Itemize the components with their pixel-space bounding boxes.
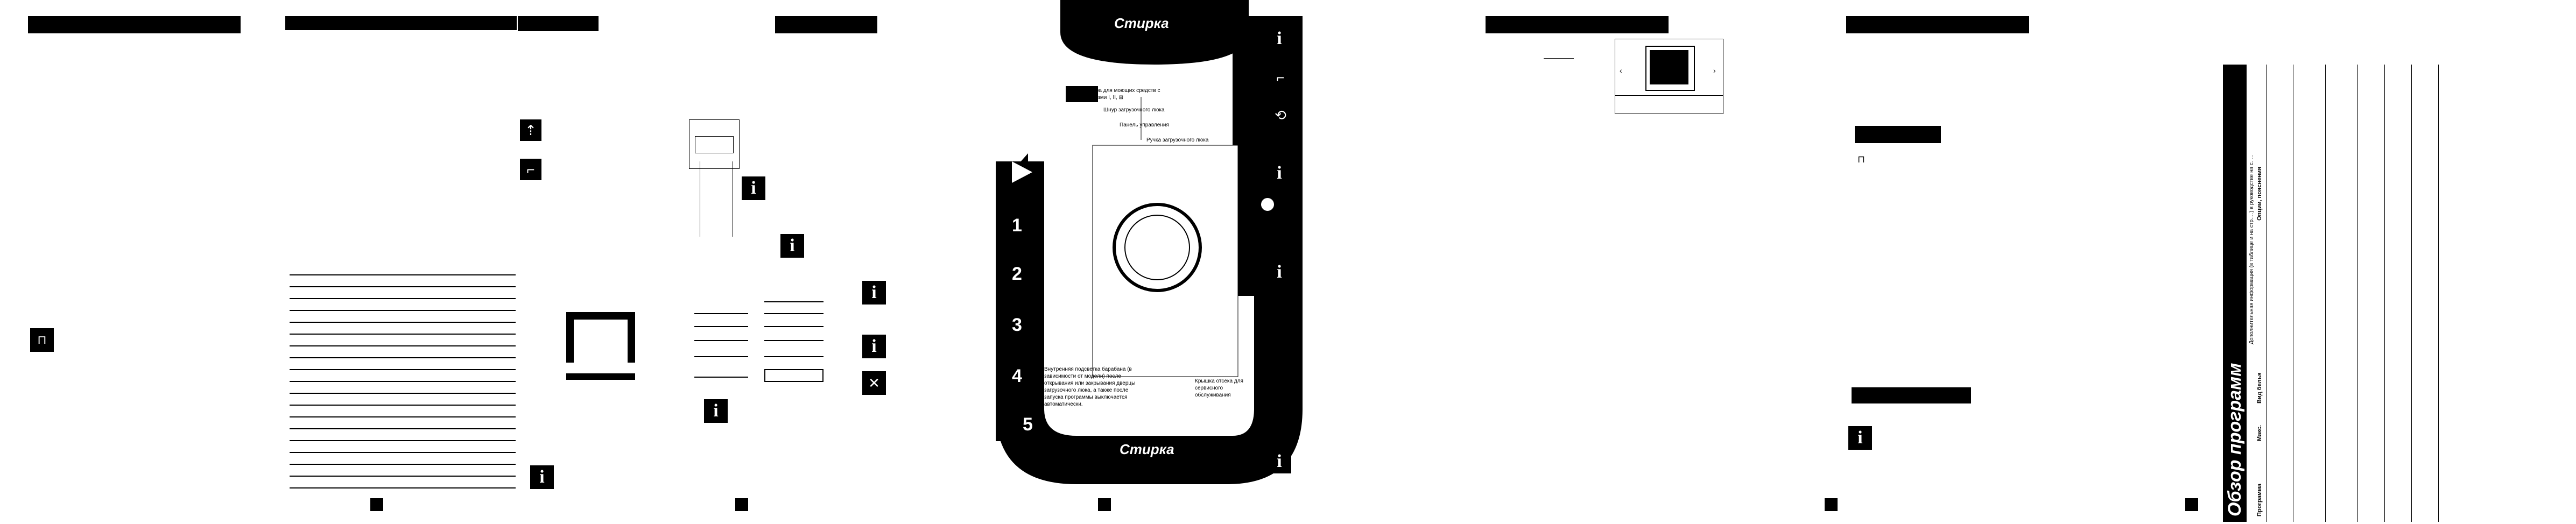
page-marker-3 (1098, 498, 1111, 511)
header-bar-5 (1486, 16, 1669, 33)
header-bar-6 (1846, 16, 2029, 33)
col-options: Опции, пояснения (2256, 167, 2263, 221)
door-frame-drawing (566, 312, 635, 363)
form-line (694, 313, 748, 314)
page-marker-1 (370, 498, 383, 511)
step-6: 6 (1243, 301, 1254, 322)
info-icon: i (1268, 161, 1291, 185)
info-icon: i (780, 234, 804, 258)
form-line (694, 356, 748, 357)
section-bar-1 (1855, 126, 1941, 143)
table-row (2411, 65, 2412, 522)
step-3: 3 (1012, 315, 1022, 335)
door-icon: ⊓ (1857, 153, 1866, 165)
form-line (764, 340, 824, 341)
form-line (764, 326, 824, 327)
form-line (764, 356, 824, 357)
short-line (1544, 58, 1574, 59)
program-overview: Обзор программ Дополнительная информация… (2223, 65, 2460, 522)
header-bar-3 (518, 16, 599, 31)
door-frame-base (566, 373, 635, 380)
form-line (694, 377, 748, 378)
form-line (764, 313, 824, 314)
step-1: 1 (1012, 215, 1022, 236)
info-icon: i (862, 335, 886, 358)
door-icon: ⊓ (30, 328, 54, 352)
info-icon: i (1268, 450, 1291, 473)
info-icon: i (862, 281, 886, 305)
callout-6: Крышка отсека для сервисного обслуживани… (1195, 378, 1243, 398)
leader-lines (700, 161, 733, 237)
panel-bottom-label: Стирка (1120, 441, 1174, 457)
info-icon: i (530, 465, 554, 489)
table-row (2325, 65, 2326, 522)
callout-1: Камера для моющих средств с ячейками I, … (1083, 88, 1160, 101)
page-marker-2 (735, 498, 748, 511)
table-row (2357, 65, 2358, 522)
detergent-icon: ⇡ (520, 119, 541, 141)
section-bar-2 (1852, 387, 1971, 403)
washer-panel: Стирка Стирка 1 2 3 4 5 6 i ⌐ ⟲ Камера д… (996, 0, 1319, 524)
header-bar-1 (28, 16, 241, 33)
control-panel-drawing: ‹ › (1615, 39, 1723, 114)
tap-icon: ⌐ (1276, 69, 1285, 86)
form-line (764, 301, 824, 302)
form-line (694, 340, 748, 341)
overview-subtitle: Дополнительная информация (в таблице и н… (2249, 154, 2255, 344)
callout-3: Панель управления (1120, 122, 1169, 128)
form-line (694, 326, 748, 327)
info-icon: i (742, 176, 765, 200)
arrow-icon: ⟲ (1275, 107, 1286, 123)
info-icon: i (704, 399, 728, 423)
page-marker-5 (2185, 498, 2198, 511)
col-program: Программа (2256, 483, 2263, 516)
col-type: Вид белья (2256, 372, 2263, 403)
table-row (2384, 65, 2385, 522)
callout-5: Внутренняя подсветка барабана (в зависим… (1044, 366, 1136, 407)
callout-2: Шнур загрузочного люка (1103, 107, 1165, 113)
callout-4: Ручка загрузочного люка (1146, 137, 1209, 143)
col-max: Макс. (2256, 425, 2263, 441)
page-marker-4 (1825, 498, 1838, 511)
step-4: 4 (1012, 366, 1022, 386)
step-2: 2 (1012, 264, 1022, 284)
tap-icon: ⌐ (520, 159, 541, 180)
table-row (2438, 65, 2439, 522)
detergent-drawer-sketch (689, 119, 740, 169)
info-icon: i (1268, 260, 1291, 284)
info-icon: i (1848, 426, 1872, 450)
form-box (764, 369, 824, 382)
header-bar-4 (775, 16, 877, 33)
overview-title: Обзор программ (2223, 65, 2247, 522)
info-icon: i (1268, 27, 1291, 51)
step-5: 5 (1023, 414, 1033, 435)
table-row (2266, 65, 2267, 522)
panel-top-label: Стирка (1114, 15, 1169, 31)
header-bar-2 (285, 16, 517, 30)
wrench-icon: ✕ (862, 371, 886, 395)
